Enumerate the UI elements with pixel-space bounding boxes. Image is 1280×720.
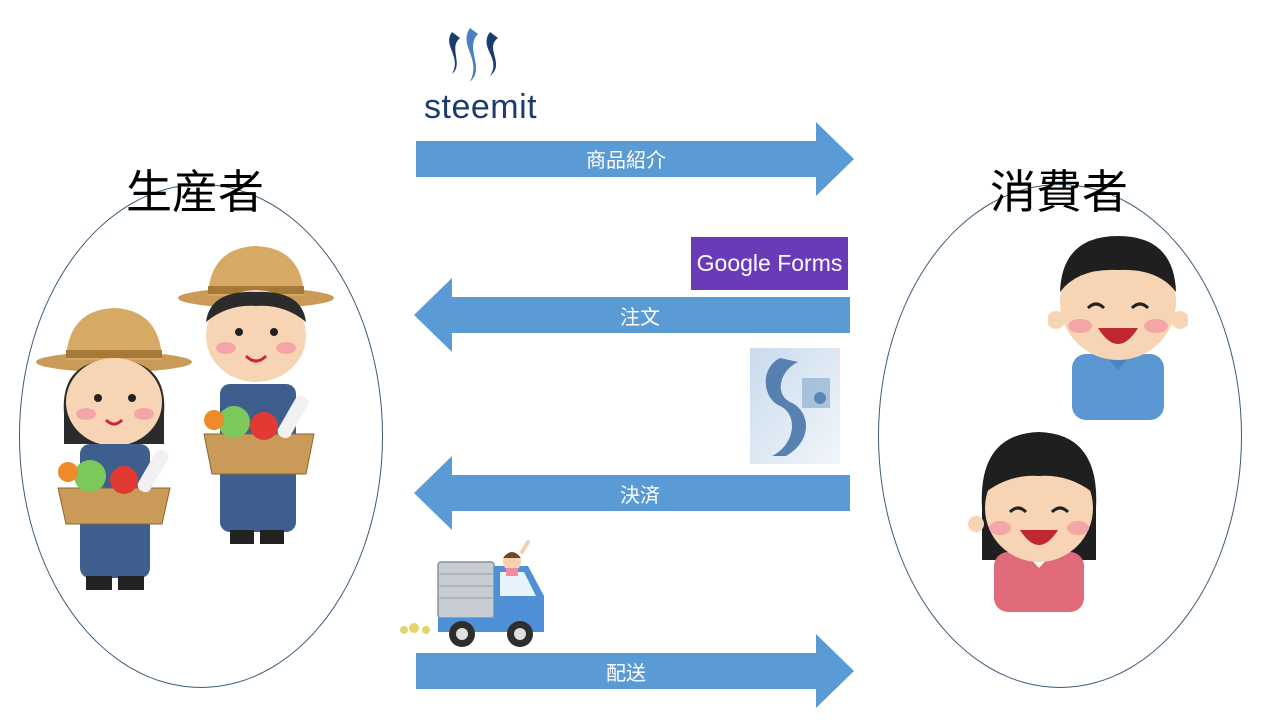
order-label: 注文 — [620, 305, 660, 329]
consumer-group-ellipse — [878, 184, 1242, 688]
payment-app-icon — [750, 348, 840, 464]
delivery-truck-icon — [400, 540, 544, 647]
farmers-illustration-icon — [36, 246, 334, 590]
steemit-wordmark: steemit — [424, 88, 538, 126]
payment-label: 決済 — [620, 483, 660, 507]
product-intro-arrow — [416, 122, 854, 196]
steemit-logo-icon — [449, 28, 498, 82]
order-arrow — [414, 278, 850, 352]
delivery-arrow — [416, 634, 854, 708]
producer-group-ellipse — [19, 184, 383, 688]
delivery-label: 配送 — [606, 661, 646, 685]
consumer-man-icon — [1048, 236, 1188, 420]
google-forms-badge: Google Forms — [691, 237, 848, 290]
payment-arrow — [414, 456, 850, 530]
producer-label: 生産者 — [126, 165, 264, 219]
consumer-label: 消費者 — [990, 165, 1128, 219]
product-intro-label: 商品紹介 — [586, 148, 666, 172]
consumer-woman-icon — [968, 432, 1097, 612]
